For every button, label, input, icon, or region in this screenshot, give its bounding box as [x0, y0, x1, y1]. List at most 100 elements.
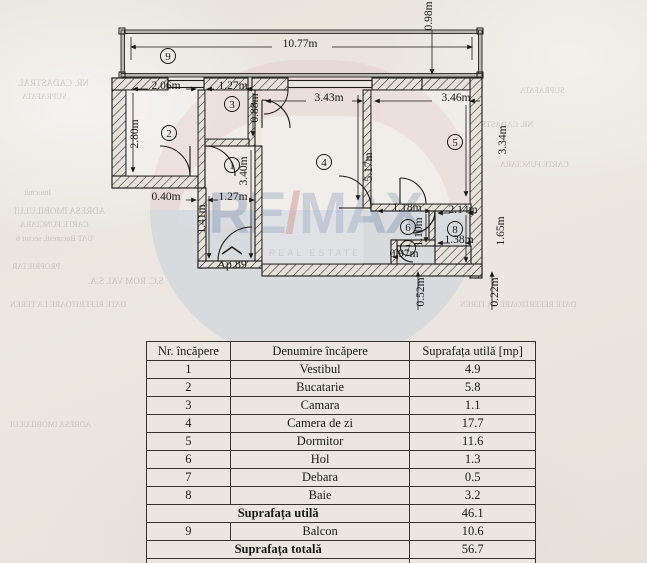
cell-room-name: Debara	[229, 468, 411, 487]
room-number-markers: 1 2 3 4 5 6 7 8 9	[160, 48, 463, 256]
dimension-label: 0.22m	[489, 277, 501, 306]
room-number-text: 4	[321, 157, 327, 169]
dimension-label: 2.14m	[448, 204, 477, 216]
dimension-label: 1.65m	[495, 216, 507, 245]
cell-room-area: 17.7	[409, 414, 536, 433]
cell-room-area: 0.5	[409, 468, 536, 487]
cell-subtotal-label: Suprafața utilă	[145, 504, 411, 523]
dimension-label: 0.97m	[389, 248, 418, 260]
dimension-label: 0.40m	[151, 191, 180, 203]
dimension-label: 0.98m	[423, 1, 435, 30]
cell-room-number: 6	[146, 450, 231, 469]
cell-room-name: Baie	[229, 486, 411, 505]
dimension-lines	[130, 30, 495, 310]
dimension-label: 1.18m	[392, 202, 421, 214]
cell-room-number: 2	[146, 378, 231, 397]
dimension-label: 1.38m	[444, 234, 473, 246]
room-schedule-table: Nr. încăpere Denumire încăpere Suprafața…	[145, 341, 536, 563]
cell-subtotal-area: 46.1	[409, 504, 536, 523]
dimension-label: 1.27m	[218, 80, 247, 92]
cell-room-area: 1.1	[409, 396, 536, 415]
header-room-area: Suprafața utilă [mp]	[409, 341, 536, 361]
cell-room-number: 9	[146, 522, 231, 541]
cell-room-number: 3	[146, 396, 231, 415]
cell-room-name: Camara	[229, 396, 411, 415]
cell-room-number: 7	[146, 468, 231, 487]
room-number-text: 2	[166, 128, 172, 140]
room-marker-5: 5	[447, 134, 463, 150]
cell-room-area: 1.3	[409, 450, 536, 469]
room-schedule-table-wrapper: Nr. încăpere Denumire încăpere Suprafața…	[145, 341, 536, 563]
dimension-label: 2.80m	[129, 119, 141, 148]
cell-executant-label: Executant	[145, 558, 411, 563]
room-number-text: 1	[229, 160, 235, 172]
dimension-label: 3.40m	[238, 156, 250, 185]
cell-total-label: Suprafața totală	[145, 540, 411, 559]
cell-room-name: Camera de zi	[229, 414, 411, 433]
cell-room-area: 5.8	[409, 378, 536, 397]
table-row-executant: Executant	[145, 558, 536, 563]
dimension-label: 2.06m	[151, 80, 180, 92]
dimension-label: 5.17m	[363, 152, 375, 181]
cell-room-number: 8	[146, 486, 231, 505]
apartment-entry-marker: Ap.89	[217, 246, 247, 271]
cell-room-area: 3.2	[409, 486, 536, 505]
room-number-text: 9	[165, 51, 171, 63]
cell-room-name: Bucatarie	[229, 378, 411, 397]
room-marker-9: 9	[160, 48, 176, 64]
room-marker-4: 4	[316, 154, 332, 170]
header-room-number: Nr. încăpere	[146, 341, 231, 361]
table-header-row: Nr. încăpere Denumire încăpere Suprafața…	[146, 341, 536, 361]
dimension-label: 3.43m	[314, 92, 343, 104]
dimension-label: 0.52m	[415, 277, 427, 306]
room-fills	[126, 90, 470, 264]
dimension-label: 1.41m	[196, 204, 208, 233]
dimension-label: 10.77m	[283, 38, 318, 50]
dimension-label: 3.46m	[441, 92, 470, 104]
room-number-text: 8	[452, 224, 458, 236]
cell-room-area: 4.9	[409, 360, 536, 379]
header-room-name: Denumire încăpere	[229, 341, 411, 361]
cell-room-name: Vestibul	[229, 360, 411, 379]
room-marker-8: 8	[447, 221, 463, 237]
cell-total-area: 56.7	[409, 540, 536, 559]
dimension-label: 0.88m	[249, 93, 261, 122]
room-number-text: 5	[452, 137, 458, 149]
room-marker-7: 7	[400, 240, 416, 256]
cell-room-name: Dormitor	[229, 432, 411, 451]
room-marker-1: 1	[224, 157, 240, 173]
room-marker-3: 3	[224, 96, 240, 112]
balcony-outline	[118, 27, 484, 79]
cell-executant-blank	[409, 558, 536, 563]
cell-room-name: Hol	[229, 450, 411, 469]
room-number-text: 6	[405, 222, 411, 234]
cell-room-name: Balcon	[229, 522, 411, 541]
room-number-text: 7	[405, 243, 411, 255]
cell-room-number: 5	[146, 432, 231, 451]
ghost-line: ADRESA IMOBILULUI	[10, 420, 92, 429]
room-marker-6: 6	[400, 219, 416, 235]
dimension-label: 1.27m	[218, 191, 247, 203]
cell-room-area: 10.6	[409, 522, 536, 541]
cell-room-number: 1	[146, 360, 231, 379]
dimension-label: 1.10m	[413, 217, 425, 246]
dimension-label: 3.34m	[497, 125, 509, 154]
room-marker-2: 2	[161, 125, 177, 141]
room-number-text: 3	[229, 99, 235, 111]
cell-room-number: 4	[146, 414, 231, 433]
apartment-number-label: Ap.89	[217, 257, 247, 271]
